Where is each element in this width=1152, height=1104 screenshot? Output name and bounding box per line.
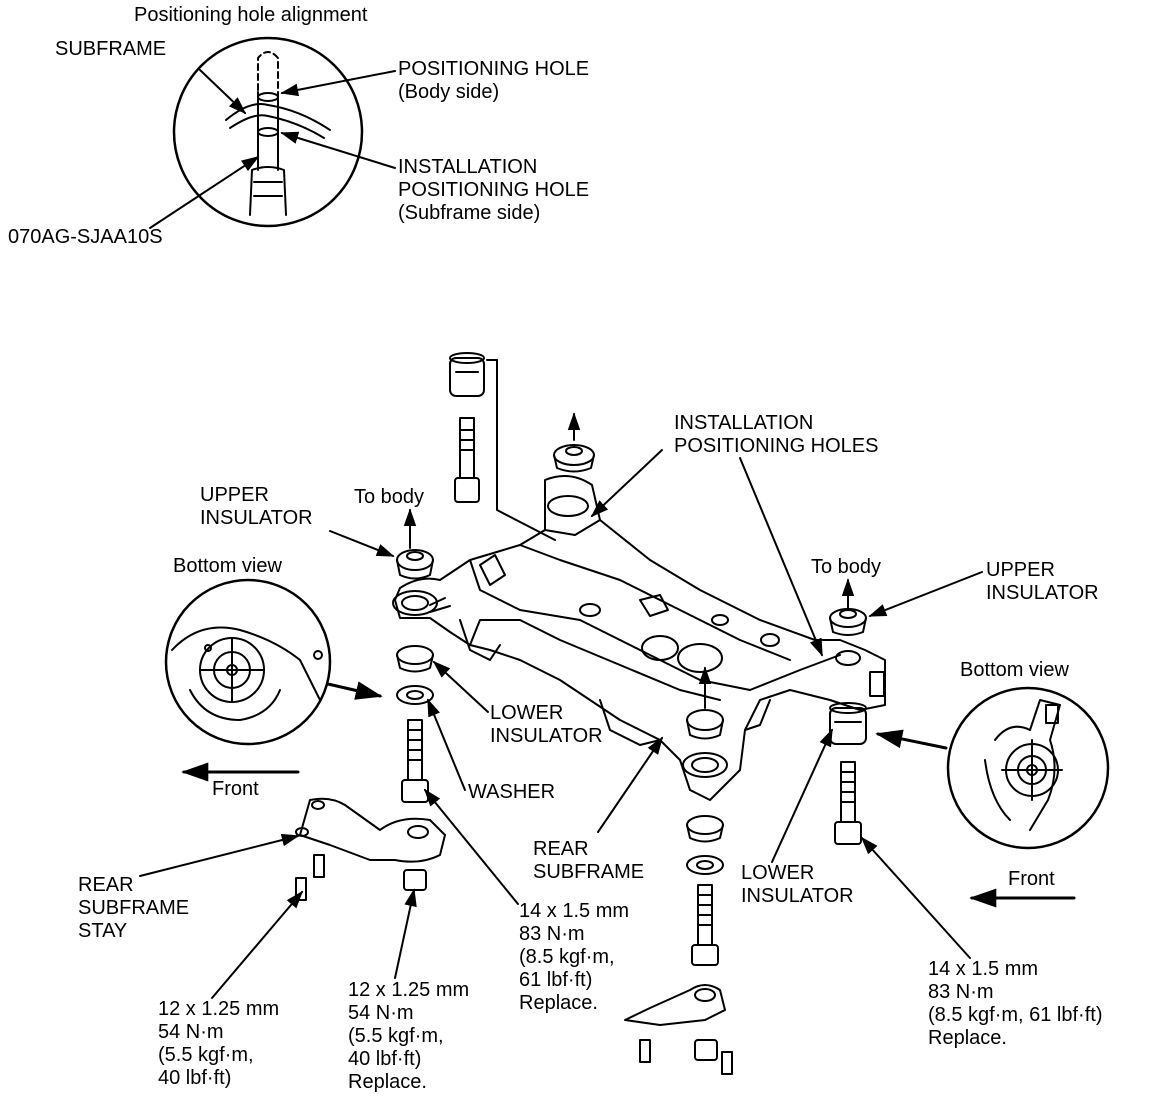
inset-title: Positioning hole alignment: [134, 4, 368, 26]
label-to-body-right: To body: [811, 556, 882, 578]
label-front-right: Front: [1008, 868, 1055, 890]
rear-subframe-body: [394, 475, 886, 801]
rear-subframe-stay-bottom: [624, 984, 733, 1075]
label-installation-positioning-holes: INSTALLATION POSITIONING HOLES: [674, 412, 879, 457]
rear-subframe-stay-left: [295, 797, 446, 901]
torque-spec-14mm-right: 14 x 1.5 mm 83 N·m (8.5 kgf·m, 61 lbf·ft…: [928, 958, 1103, 1049]
label-washer: WASHER: [468, 781, 556, 803]
part-code: 070AG-SJAA10S: [8, 226, 163, 248]
center-mount-stack: [682, 709, 728, 966]
label-upper-insulator-right: UPPER INSULATOR: [986, 559, 1099, 604]
label-bottom-view-right: Bottom view: [960, 659, 1069, 681]
top-bolt-assembly: [449, 352, 556, 541]
label-rear-subframe-stay: REAR SUBFRAME STAY: [78, 874, 190, 942]
label-lower-insulator-left: LOWER INSULATOR: [490, 702, 603, 747]
left-mount-stack: [392, 549, 438, 803]
right-mount-stack: [829, 608, 867, 845]
torque-spec-12mm-stay: 12 x 1.25 mm 54 N·m (5.5 kgf·m, 40 lbf·f…: [158, 998, 280, 1089]
label-upper-insulator-left: UPPER INSULATOR: [200, 484, 313, 529]
label-front-left: Front: [212, 778, 259, 800]
label-subframe: SUBFRAME: [55, 38, 167, 60]
label-positioning-hole-body: POSITIONING HOLE (Body side): [398, 58, 590, 103]
bottom-view-inset-left: [164, 578, 332, 746]
inset-circle: [172, 36, 364, 228]
label-bottom-view-left: Bottom view: [173, 555, 282, 577]
bottom-view-inset-right: [946, 686, 1110, 850]
top-center-insulator: [553, 444, 595, 473]
label-lower-insulator-right: LOWER INSULATOR: [741, 862, 854, 907]
label-to-body-left: To body: [354, 486, 425, 508]
torque-spec-14mm-left: 14 x 1.5 mm 83 N·m (8.5 kgf·m, 61 lbf·ft…: [519, 900, 630, 1014]
label-rear-subframe: REAR SUBFRAME: [533, 838, 645, 883]
torque-spec-12mm-replace: 12 x 1.25 mm 54 N·m (5.5 kgf·m, 40 lbf·f…: [348, 979, 470, 1093]
label-installation-positioning-hole-subframe: INSTALLATION POSITIONING HOLE (Subframe …: [398, 156, 590, 224]
